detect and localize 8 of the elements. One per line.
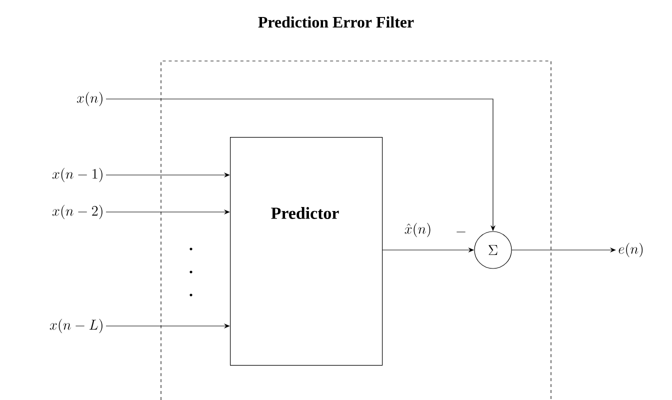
input-label: $x(n-1)$ (52, 168, 102, 182)
input-label: $x(n-2)$ (52, 204, 102, 220)
edge-label: $\hat{x}(n)$ (404, 222, 430, 238)
input-label: $x(n-L)$ (50, 318, 102, 334)
output-label: $e(n)$ (618, 242, 643, 258)
predictor-box: Predictor (230, 137, 383, 366)
input-label: $x(n)$ (76, 92, 102, 106)
summing-junction: $\Sigma$ (474, 231, 512, 269)
